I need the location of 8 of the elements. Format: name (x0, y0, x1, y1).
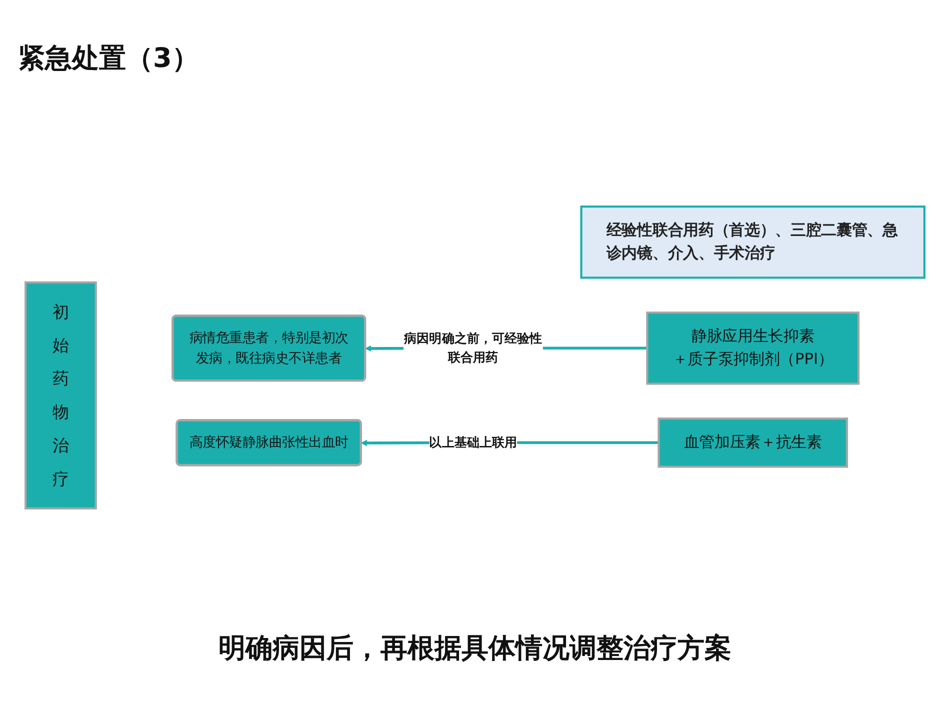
edge-label: 以上基础上联用 (429, 434, 518, 450)
note-text: 明确病因后，再根据具体情况调整治疗方案 (218, 632, 732, 666)
node-box: 静脉应用生长抑素 ＋质子泵抑制剂（PPI） (646, 311, 860, 384)
node-box: 血管加压素＋抗生素 (658, 417, 848, 468)
slide-title: 紧急处置（3） (18, 42, 199, 76)
edge-label: 病因明确之前，可经验性联合用药 (404, 330, 542, 364)
node-box: 初始药物治疗 (24, 280, 97, 509)
node-box: 经验性联合用药（首选）、三腔二囊管、急诊内镜、介入、手术治疗 (580, 205, 926, 278)
